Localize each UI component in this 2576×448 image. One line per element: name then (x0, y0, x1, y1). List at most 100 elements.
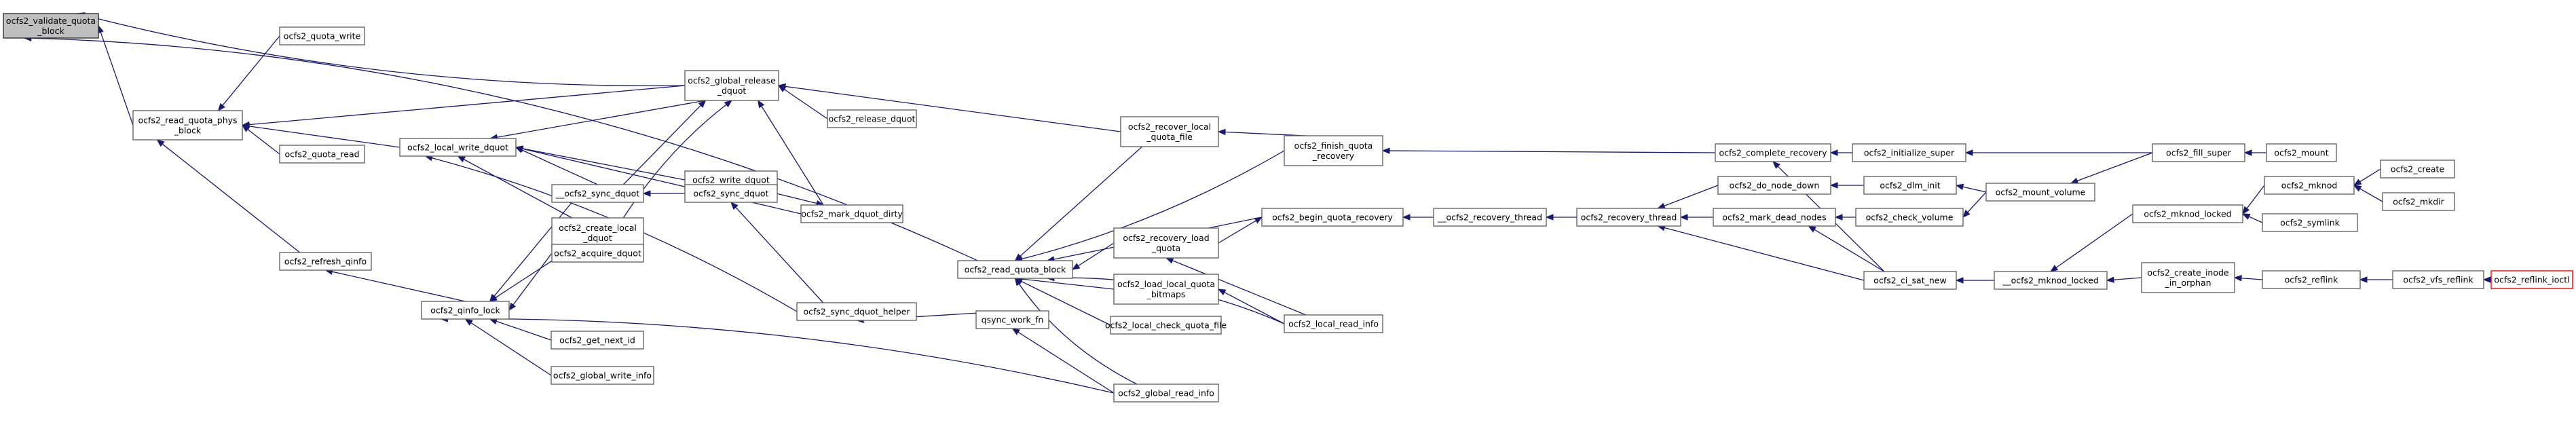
node-sync-dquot[interactable]: ocfs2_sync_dquot (684, 184, 778, 203)
edge-mount_volume-to-dlm_init (1955, 183, 1987, 193)
edge-finish_quota_recovery-to-recover_local (1217, 128, 1306, 136)
node-label: ocfs2_global_release (688, 75, 776, 86)
node-label: ocfs2_mkdir (2393, 197, 2444, 207)
edge-symlink-to-mknod_locked (2241, 213, 2263, 223)
node-label: __ocfs2_sync_dquot (555, 189, 640, 199)
node-create-local[interactable]: ocfs2_create_local_dquot (551, 217, 644, 248)
node-ci-sat-new[interactable]: ocfs2_ci_sat_new (1863, 271, 1957, 290)
edge-ci_sat_new-to-mark_dead_nodes (1808, 225, 1885, 272)
node-label: ocfs2_sync_dquot_helper (803, 307, 910, 317)
node-complete-recovery[interactable]: ocfs2_complete_recovery (1715, 143, 1831, 162)
node-label: ocfs2_acquire_dquot (554, 248, 641, 259)
edge-get_next_id-to-qinfo_lock (489, 318, 552, 341)
node-mkdir[interactable]: ocfs2_mkdir (2382, 192, 2455, 211)
node-do-node-down[interactable]: ocfs2_do_node_down (1717, 176, 1831, 195)
edge-mark_dirty-to-global_release (757, 99, 824, 206)
node-get-next-id[interactable]: ocfs2_get_next_id (550, 331, 644, 350)
node-mount-volume[interactable]: ocfs2_mount_volume (1985, 183, 2095, 202)
node-label: ocfs2_release_dquot (829, 114, 916, 124)
edge-quota_read-to-read_phys (241, 124, 280, 155)
node-mount[interactable]: ocfs2_mount (2266, 143, 2337, 162)
node-quota-read[interactable]: ocfs2_quota_read (279, 145, 365, 164)
node-global-release[interactable]: ocfs2_global_release_dquot (684, 70, 779, 101)
edge-mkdir-to-mknod (2353, 185, 2383, 202)
node-label: qsync_work_fn (982, 315, 1044, 325)
edge-dlm_init-to-do_node_down (1829, 182, 1864, 189)
edge-complete_recovery-to-finish_quota_recovery (1381, 147, 1716, 154)
node---recovery-thread[interactable]: __ocfs2_recovery_thread (1433, 208, 1547, 227)
node-local-write-dquot[interactable]: ocfs2_local_write_dquot (399, 138, 517, 157)
node-vfs-reflink[interactable]: ocfs2_vfs_reflink (2392, 270, 2484, 289)
node-label: ocfs2_mark_dead_nodes (1722, 212, 1826, 223)
node-global-read-info[interactable]: ocfs2_global_read_info (1113, 384, 1219, 403)
node-recovery-load[interactable]: ocfs2_recovery_load_quota (1113, 227, 1219, 259)
node-label: ocfs2_recover_local (1128, 122, 1211, 132)
edge-check_volume-to-mark_dead_nodes (1834, 214, 1856, 221)
node-create[interactable]: ocfs2_create (2380, 160, 2455, 179)
node---mknod-locked[interactable]: __ocfs2_mknod_locked (1994, 271, 2108, 290)
node-label: _quota_file (1146, 132, 1193, 142)
node-label: ocfs2_mount_volume (1996, 187, 2086, 198)
node-qinfo-lock[interactable]: ocfs2_qinfo_lock (421, 301, 510, 320)
node-label: ocfs2_get_next_id (559, 335, 635, 346)
node-local-read-info[interactable]: ocfs2_local_read_info (1284, 314, 1383, 333)
edge-__sync_dquot-to-local_write_dquot (515, 147, 598, 185)
edge-local_check_quota_file-to-read_quota_block (1014, 278, 1111, 326)
node-label: ocfs2_read_quota_phys (138, 115, 237, 126)
node-finish-quota-recovery[interactable]: ocfs2_finish_quota_recovery (1284, 135, 1383, 166)
edge-sync_dquot-to-__sync_dquot (642, 190, 685, 197)
edge-acquire_dquot-to-qinfo_lock (508, 253, 553, 312)
node-begin-quota-recovery[interactable]: ocfs2_begin_quota_recovery (1261, 208, 1404, 227)
node-global-write-info[interactable]: ocfs2_global_write_info (550, 366, 654, 385)
node-quota-write[interactable]: ocfs2_quota_write (279, 26, 365, 45)
edge-__recovery_thread-to-begin_quota_recovery (1402, 214, 1434, 221)
node-qsync-work-fn[interactable]: qsync_work_fn (975, 310, 1049, 329)
node-recovery-thread[interactable]: ocfs2_recovery_thread (1576, 208, 1681, 227)
edge-mark_dirty-to-local_write_dquot (515, 145, 802, 214)
node-fill-super[interactable]: ocfs2_fill_super (2152, 143, 2245, 162)
node-label: ocfs2_complete_recovery (1719, 148, 1828, 158)
node-dlm-init[interactable]: ocfs2_dlm_init (1863, 176, 1957, 195)
node-read-quota-block[interactable]: ocfs2_read_quota_block (957, 260, 1073, 279)
node-release-dquot[interactable]: ocfs2_release_dquot (827, 109, 917, 128)
node-label: ocfs2_fill_super (2166, 148, 2232, 158)
edge-write_dquot-to-local_write_dquot (515, 145, 686, 181)
node-load-local-bitmaps[interactable]: ocfs2_load_local_quota_bitmaps (1113, 274, 1219, 305)
node-label: ocfs2_begin_quota_recovery (1272, 212, 1393, 223)
node-label: _dquot (717, 86, 747, 96)
node-refresh-qinfo[interactable]: ocfs2_refresh_qinfo (279, 252, 372, 271)
node-label: ocfs2_validate_quota (6, 16, 96, 26)
node-symlink[interactable]: ocfs2_symlink (2262, 213, 2358, 232)
edge-__mknod_locked-to-ci_sat_new (1955, 277, 1995, 284)
node-mknod[interactable]: ocfs2_mknod (2264, 176, 2355, 195)
node-label: _bitmaps (1146, 289, 1186, 299)
node-label: _in_orphan (2164, 278, 2211, 288)
node-check-volume[interactable]: ocfs2_check_volume (1855, 208, 1964, 227)
node-label: ocfs2_global_write_info (553, 371, 652, 381)
node-mark-dirty[interactable]: ocfs2_mark_dquot_dirty (800, 204, 903, 223)
node-label: ocfs2_recovery_thread (1581, 212, 1677, 223)
node-label: ocfs2_symlink (2280, 218, 2340, 228)
node-label: ocfs2_load_local_quota (1117, 279, 1215, 289)
edge-qinfo_lock-to-refresh_qinfo (324, 268, 466, 302)
node-acquire-dquot[interactable]: ocfs2_acquire_dquot (551, 244, 644, 263)
edge-reflink-to-create_inode_orphan (2233, 275, 2263, 282)
node-label: ocfs2_local_read_info (1288, 319, 1379, 329)
node-label: ocfs2_local_write_dquot (407, 143, 508, 153)
node-label: ocfs2_vfs_reflink (2403, 275, 2474, 285)
node-mknod-locked[interactable]: ocfs2_mknod_locked (2132, 204, 2243, 223)
node-reflink[interactable]: ocfs2_reflink (2262, 270, 2361, 289)
node-sync-dquot-helper[interactable]: ocfs2_sync_dquot_helper (796, 302, 917, 321)
node-initialize-super[interactable]: ocfs2_initialize_super (1852, 143, 1966, 162)
node-validate[interactable]: ocfs2_validate_quota_block (3, 13, 99, 39)
node-mark-dead-nodes[interactable]: ocfs2_mark_dead_nodes (1713, 208, 1836, 227)
node-read-phys[interactable]: ocfs2_read_quota_phys_block (132, 110, 243, 141)
edge-mark_dead_nodes-to-recovery_thread (1679, 214, 1714, 221)
node---sync-dquot[interactable]: __ocfs2_sync_dquot (551, 184, 644, 203)
node-local-check-quota-file[interactable]: ocfs2_local_check_quota_file (1105, 316, 1227, 335)
node-recover-local[interactable]: ocfs2_recover_local_quota_file (1120, 116, 1219, 147)
edge-read_phys-to-validate (97, 24, 134, 126)
node-reflink-ioctl[interactable]: ocfs2_reflink_ioctl (2490, 270, 2573, 289)
node-create-inode-orphan[interactable]: ocfs2_create_inode_in_orphan (2141, 262, 2235, 293)
